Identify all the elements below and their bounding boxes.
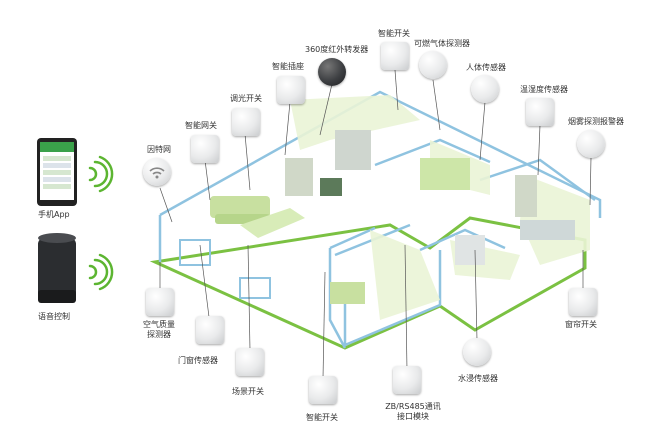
label-temp-humidity: 温湿度传感器 (520, 85, 568, 94)
gas-detector-icon (419, 51, 447, 79)
switch-icon (381, 42, 409, 70)
smoke-detector-icon (577, 130, 605, 158)
ir-transmitter-icon (318, 58, 346, 86)
label-smart-socket: 智能插座 (272, 62, 304, 71)
wifi-signal-speaker (88, 253, 114, 291)
leader-lines (159, 69, 592, 379)
comm-module-icon (393, 366, 421, 394)
label-smart-switch-bottom: 智能开关 (306, 413, 338, 422)
socket-icon (277, 76, 305, 104)
motion-sensor-icon (471, 75, 499, 103)
scene-switch-icon (236, 348, 264, 376)
label-curtain-switch: 窗帘开关 (565, 320, 597, 329)
dimmer-switch-icon (232, 108, 260, 136)
label-door-sensor: 门窗传感器 (178, 356, 218, 365)
label-dimmer-switch: 调光开关 (230, 94, 262, 103)
water-sensor-icon (463, 338, 491, 366)
gateway-icon (191, 135, 219, 163)
label-smoke-alarm: 烟雾探测报警器 (568, 117, 624, 126)
floor-outline (149, 216, 587, 350)
thermometer-icon (526, 98, 554, 126)
curtain-switch-icon (569, 288, 597, 316)
furniture (179, 130, 575, 304)
switch-icon (309, 376, 337, 404)
air-quality-icon (146, 288, 174, 316)
label-comm-module: ZB/RS485通讯 接口模块 (385, 402, 441, 421)
label-air-quality: 空气质量 探测器 (143, 320, 175, 339)
label-human-sensor: 人体传感器 (466, 63, 506, 72)
speaker-label: 语音控制 (38, 312, 70, 321)
label-water-sensor: 水浸传感器 (458, 374, 498, 383)
door-sensor-icon (196, 316, 224, 344)
wifi-signal-phone (88, 155, 114, 193)
wifi-router-icon (143, 158, 171, 186)
phone-label: 手机App (38, 210, 70, 219)
phone-device (37, 138, 77, 206)
label-scene-switch: 场景开关 (232, 387, 264, 396)
smart-speaker (38, 233, 76, 303)
label-ir-transmitter: 360度红外转发器 (305, 45, 369, 54)
label-smart-gateway: 智能网关 (185, 121, 217, 130)
label-gateway-hub: 因特网 (147, 145, 171, 154)
label-gas-detector: 可燃气体探测器 (414, 39, 470, 48)
label-smart-switch-top: 智能开关 (378, 29, 410, 38)
